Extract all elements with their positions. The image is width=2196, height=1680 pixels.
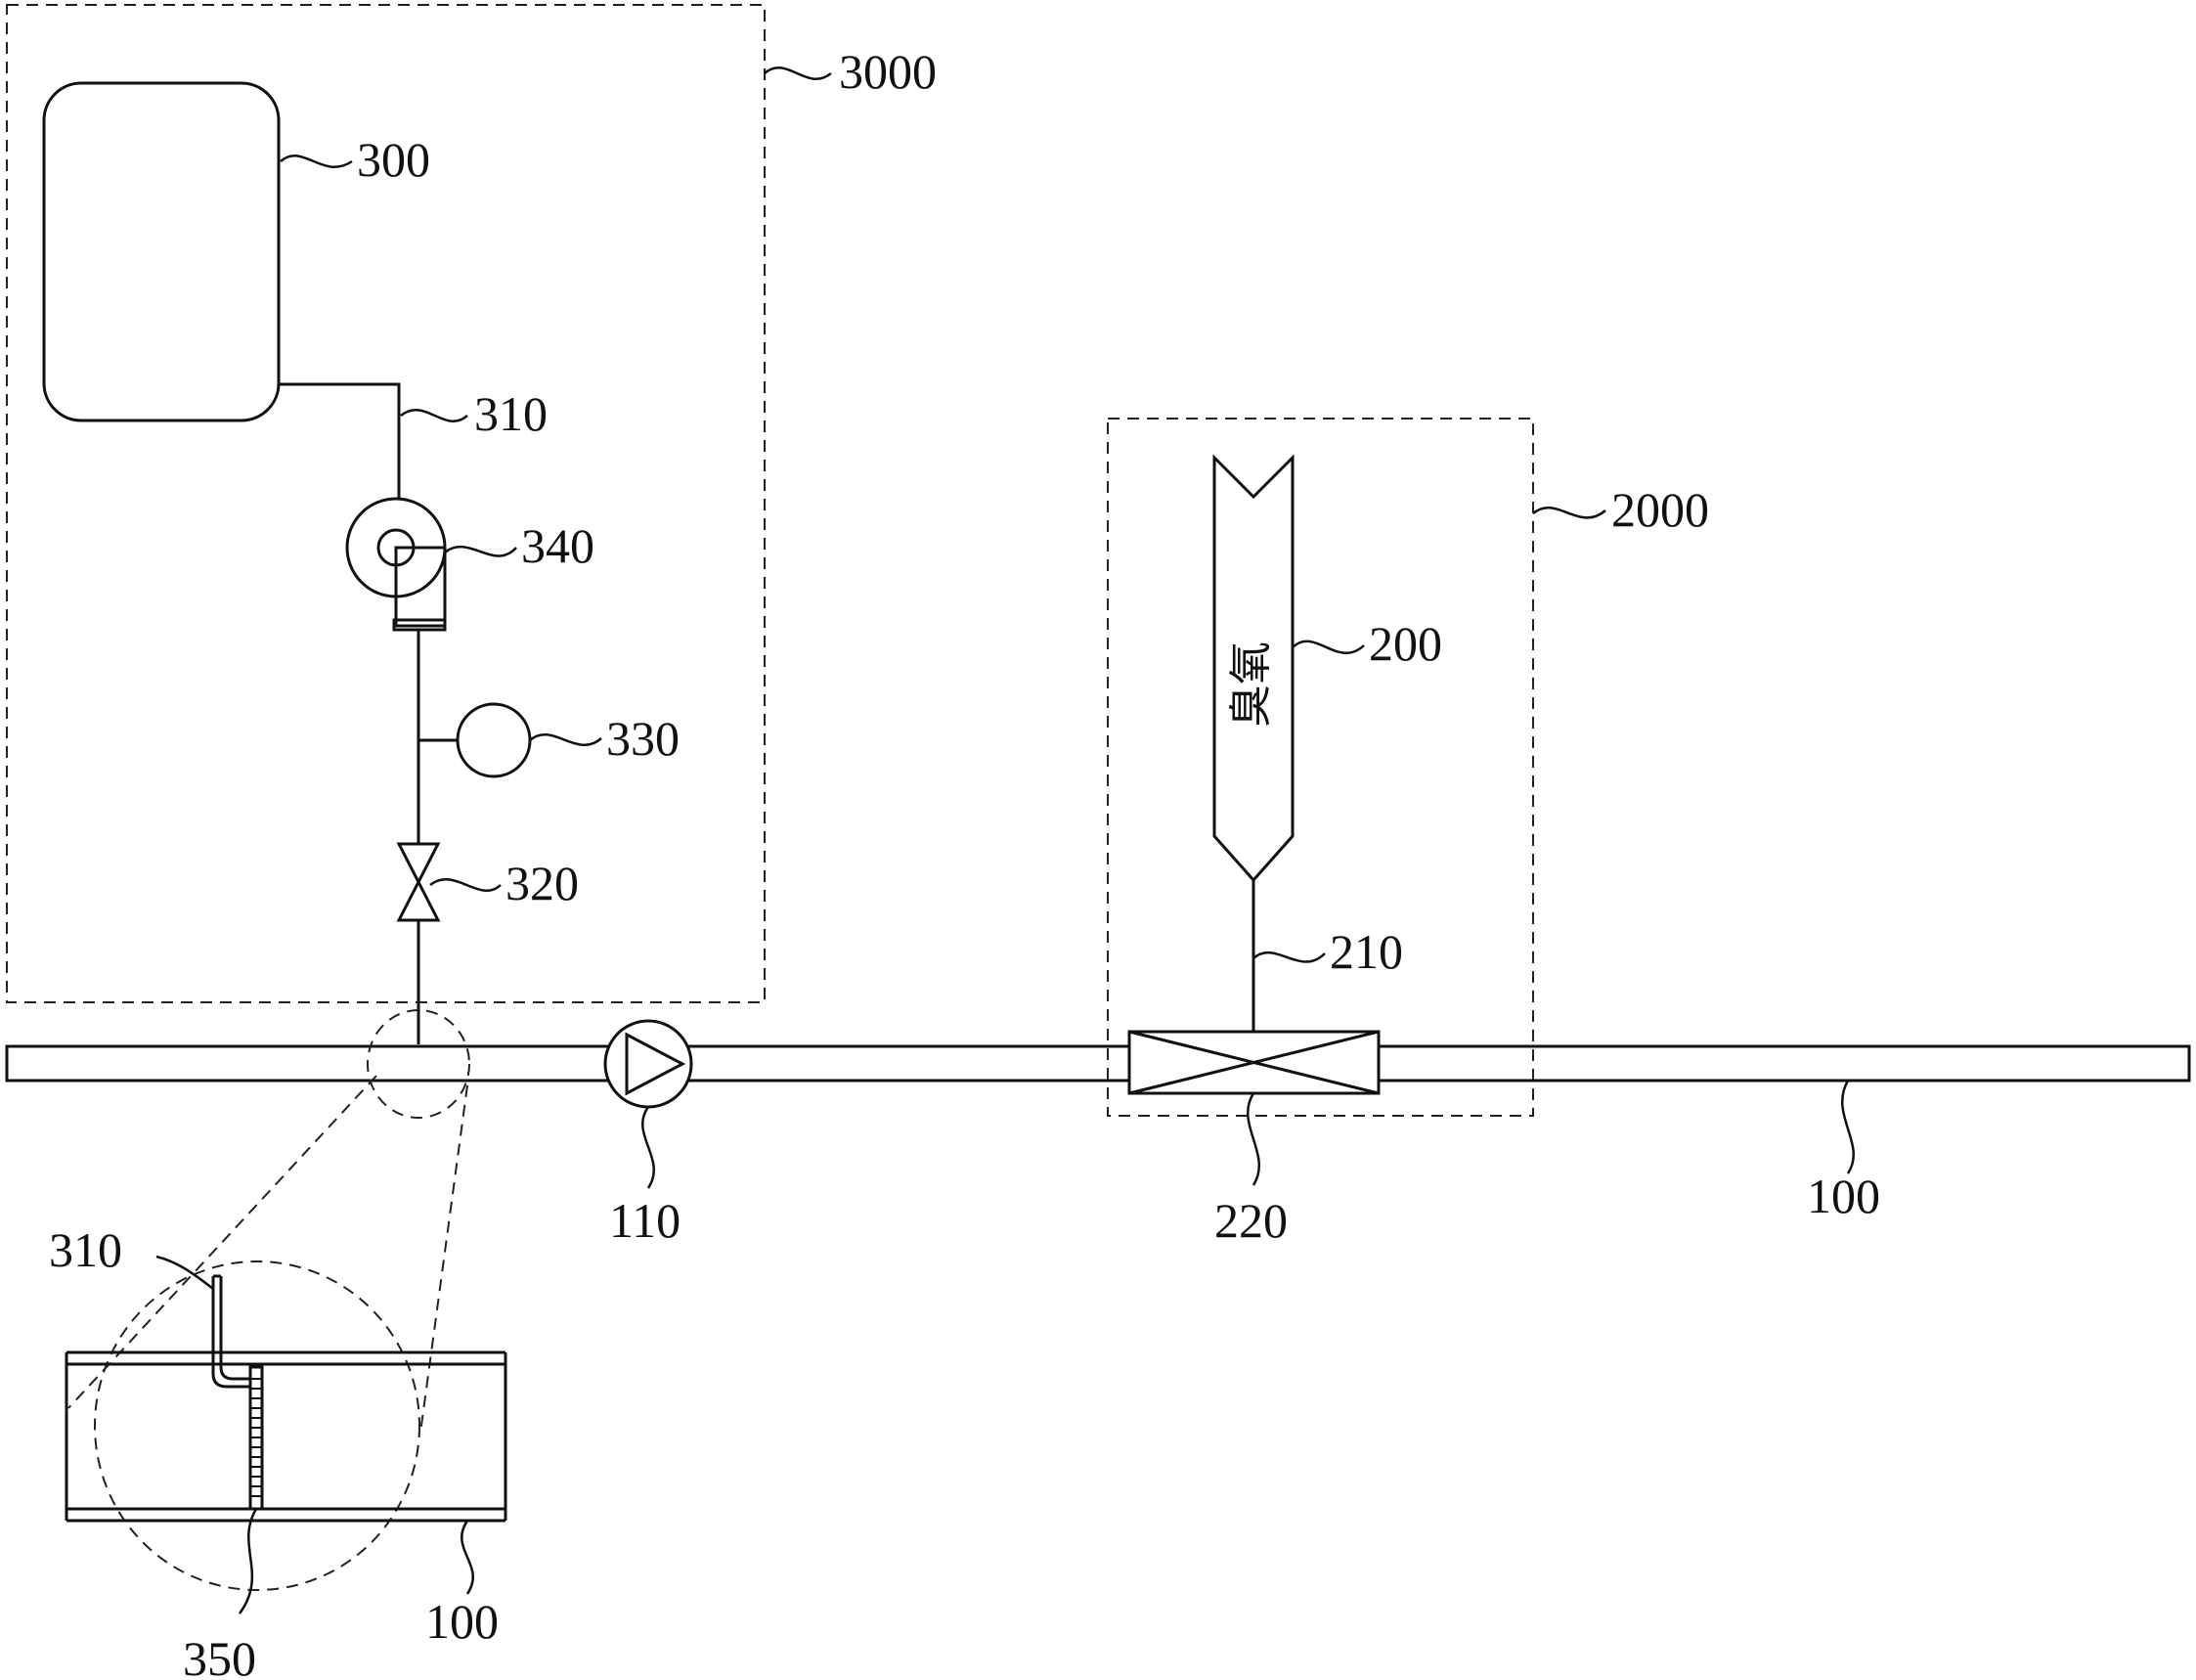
nozzle-holes [250, 1378, 262, 1497]
label-detail-310: 310 [49, 1222, 122, 1277]
label-310: 310 [474, 386, 548, 441]
leader-210 [1252, 951, 1326, 963]
mixer-diag-b [1128, 1030, 1380, 1095]
main-pump-arrow [625, 1032, 686, 1096]
dosing-unit-boundary [6, 4, 766, 1003]
detail-dosing-tube [211, 1276, 252, 1389]
label-210: 210 [1330, 924, 1403, 979]
label-330: 330 [606, 711, 680, 766]
label-100: 100 [1807, 1169, 1880, 1223]
main-pipe [5, 1044, 2191, 1083]
detail-tangent-right [419, 1084, 468, 1434]
leader-200 [1292, 640, 1365, 654]
leader-310 [400, 409, 468, 422]
leader-detail-310 [155, 1255, 214, 1290]
label-320: 320 [505, 856, 579, 910]
label-350: 350 [183, 1631, 256, 1680]
valve-320-bottom [396, 878, 441, 922]
ozone-text: 臭氧 [1226, 641, 1276, 728]
dosing-pump-outlet [394, 546, 447, 628]
valve-320-top [396, 842, 441, 886]
label-2000: 2000 [1611, 482, 1709, 537]
leader-detail-100 [461, 1520, 474, 1595]
detail-zoom-circle [94, 1260, 420, 1591]
leader-110 [641, 1106, 655, 1189]
label-detail-100: 100 [425, 1594, 499, 1649]
label-3000: 3000 [839, 44, 937, 99]
ozone-unit-boundary [1107, 418, 1534, 1117]
dosing-line-310 [279, 382, 401, 504]
ozone-generator [1212, 454, 1295, 883]
label-200: 200 [1369, 616, 1442, 671]
detail-source-circle [367, 1009, 470, 1119]
label-220: 220 [1214, 1193, 1288, 1248]
leader-2000 [1532, 507, 1606, 519]
storage-tank [42, 81, 281, 422]
leader-3000 [764, 66, 832, 80]
flow-meter-330 [456, 702, 532, 778]
label-110: 110 [609, 1193, 681, 1248]
leader-100 [1841, 1080, 1855, 1174]
leader-350 [238, 1508, 258, 1614]
label-340: 340 [521, 518, 594, 573]
leader-220 [1247, 1092, 1260, 1186]
leader-340 [444, 546, 517, 557]
leader-320 [429, 878, 502, 892]
leader-330 [529, 733, 602, 746]
leader-300 [280, 155, 353, 168]
main-pump-110 [603, 1019, 693, 1109]
label-300: 300 [357, 132, 430, 187]
